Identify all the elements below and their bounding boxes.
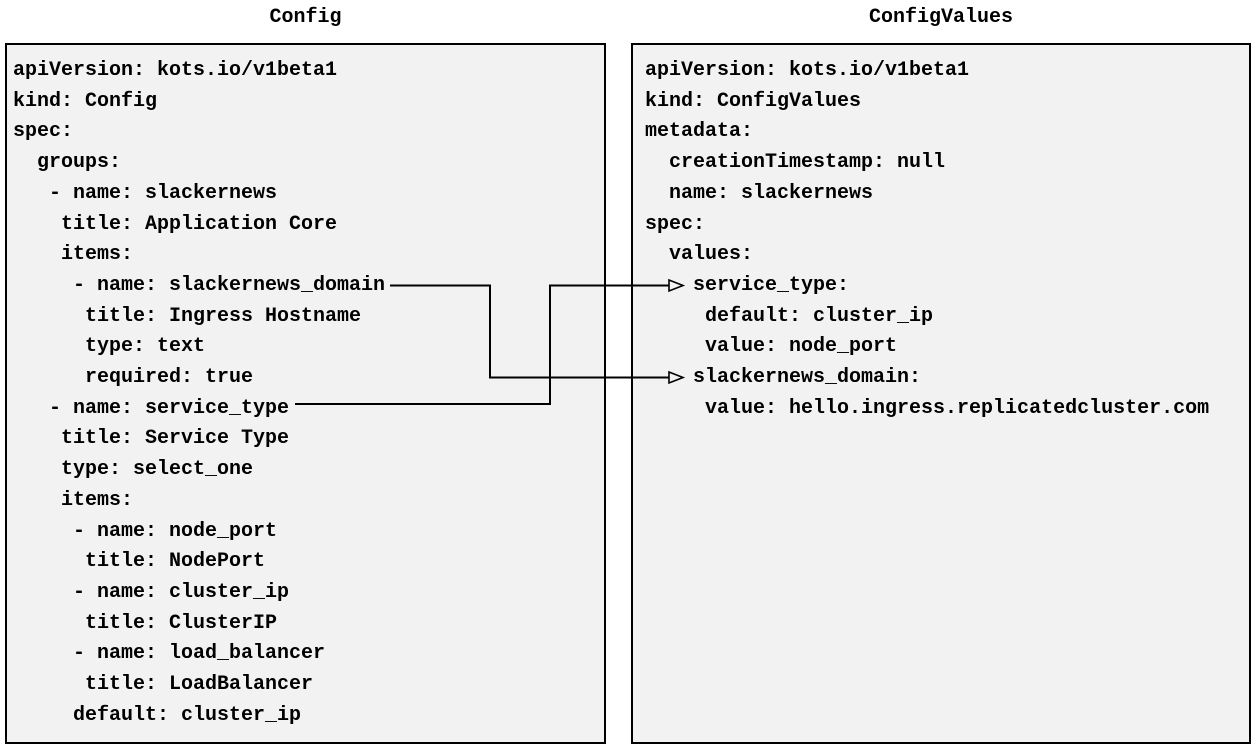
config-panel-title: Config: [269, 6, 342, 29]
configvalues-yaml-box: apiVersion: kots.io/v1beta1 kind: Config…: [631, 43, 1251, 744]
configvalues-panel-title: ConfigValues: [868, 6, 1014, 29]
config-yaml-code: apiVersion: kots.io/v1beta1 kind: Config…: [13, 59, 386, 727]
config-yaml-box: apiVersion: kots.io/v1beta1 kind: Config…: [5, 43, 606, 744]
configvalues-yaml-code: apiVersion: kots.io/v1beta1 kind: Config…: [645, 59, 1210, 420]
